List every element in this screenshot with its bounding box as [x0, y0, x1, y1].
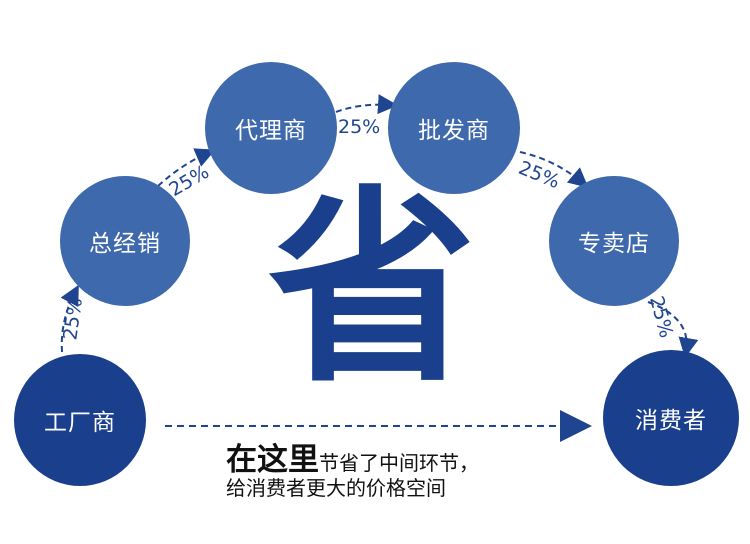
node-wholesaler-label: 批发商: [418, 118, 490, 144]
node-store-label: 专卖店: [578, 231, 650, 257]
arrow-distributor-to-agent: [157, 148, 216, 187]
node-agent: 代理商: [205, 62, 337, 194]
caption-line1-rest: 节省了中间环节，: [319, 451, 479, 475]
node-agent-label: 代理商: [235, 118, 307, 144]
node-distributor-label: 总经销: [89, 231, 161, 257]
node-factory-label: 工厂商: [44, 410, 116, 436]
arrow-wholesaler-to-store: [519, 151, 589, 188]
caption-line-2: 给消费者更大的价格空间: [226, 476, 446, 500]
caption-line-1: 在这里节省了中间环节，: [226, 434, 479, 479]
node-factory: 工厂商: [14, 354, 146, 486]
arrow-factory-to-consumer-head: [560, 410, 592, 442]
node-wholesaler: 批发商: [388, 62, 520, 194]
node-store: 专卖店: [549, 176, 679, 306]
node-consumer-label: 消费者: [635, 408, 707, 434]
arrow-factory-to-distributor: [60, 284, 79, 353]
percent-label-3: 25%: [338, 116, 381, 138]
caption-lead: 在这里: [226, 442, 319, 478]
node-consumer: 消费者: [603, 350, 739, 486]
arrow-store-to-consumer: [647, 301, 699, 358]
node-distributor: 总经销: [60, 176, 190, 306]
arrow-agent-to-wholesaler: [335, 94, 398, 115]
center-character: 省: [268, 169, 476, 411]
